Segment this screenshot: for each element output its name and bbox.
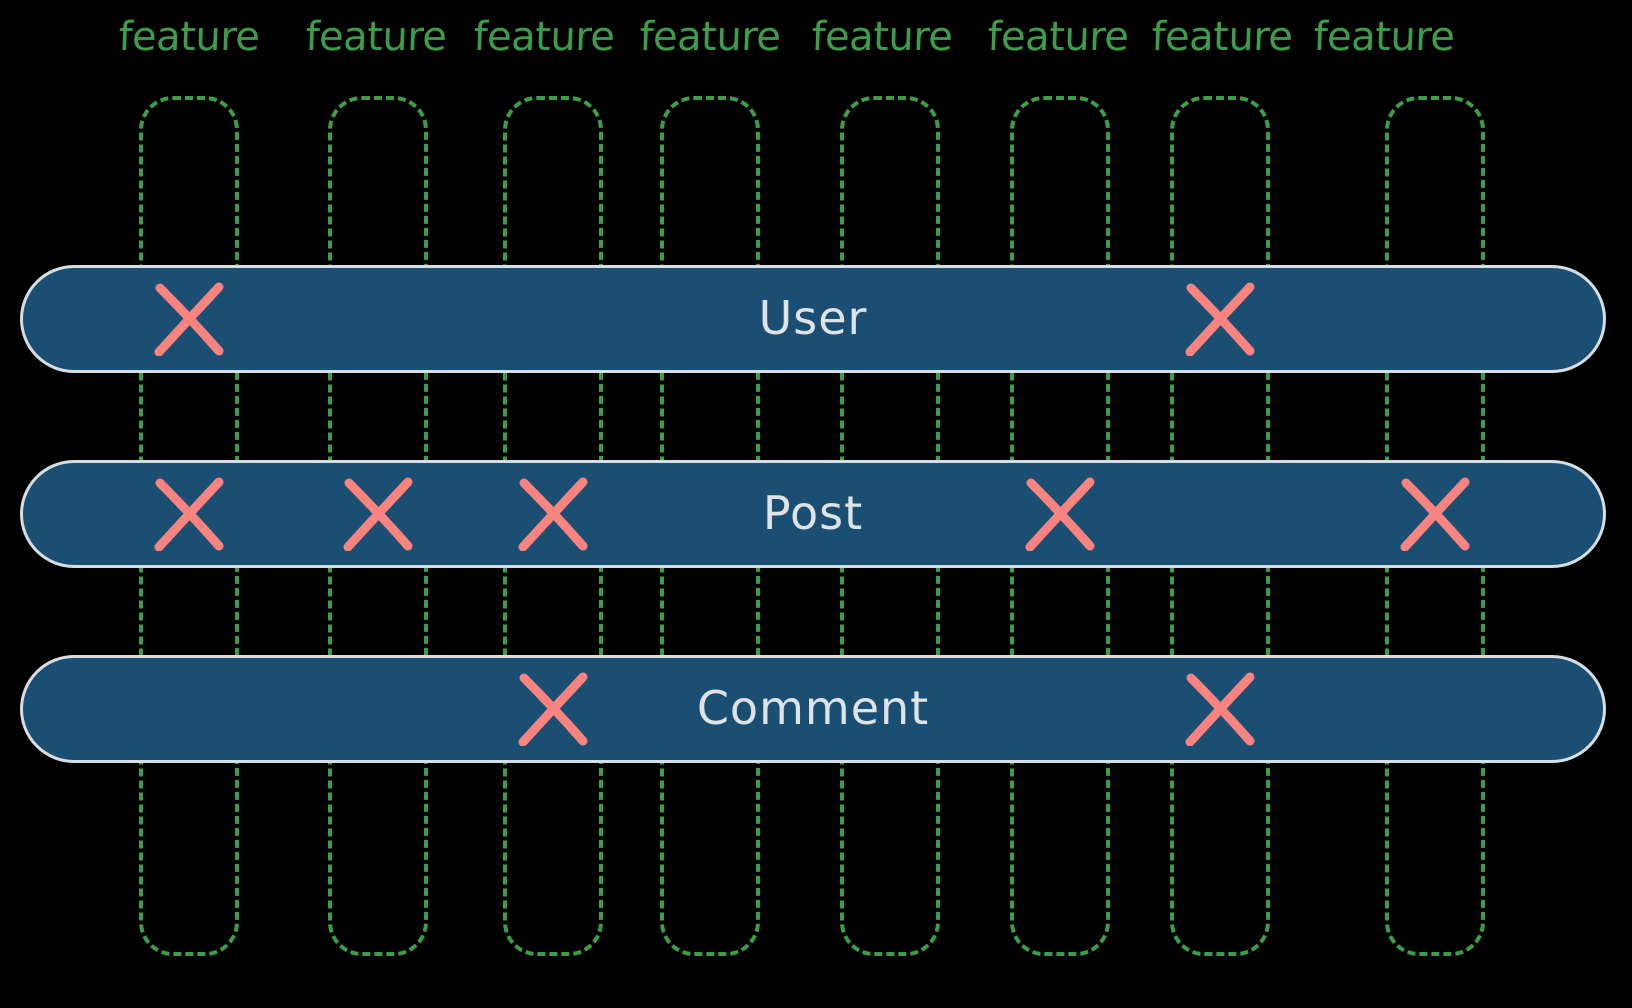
entity-bar-user[interactable]: User	[20, 265, 1606, 373]
feature-label-8: feature	[1312, 14, 1456, 60]
feature-label-3: feature	[472, 14, 616, 60]
entity-label-user: User	[758, 290, 868, 345]
entity-label-comment: Comment	[696, 680, 930, 735]
feature-label-2: feature	[304, 14, 448, 60]
feature-label-7: feature	[1150, 14, 1294, 60]
entity-label-post: Post	[762, 485, 864, 540]
feature-label-1: feature	[117, 14, 261, 60]
entity-bar-comment[interactable]: Comment	[20, 655, 1606, 763]
feature-label-6: feature	[986, 14, 1130, 60]
feature-label-5: feature	[810, 14, 954, 60]
feature-label-4: feature	[638, 14, 782, 60]
entity-bar-post[interactable]: Post	[20, 460, 1606, 568]
